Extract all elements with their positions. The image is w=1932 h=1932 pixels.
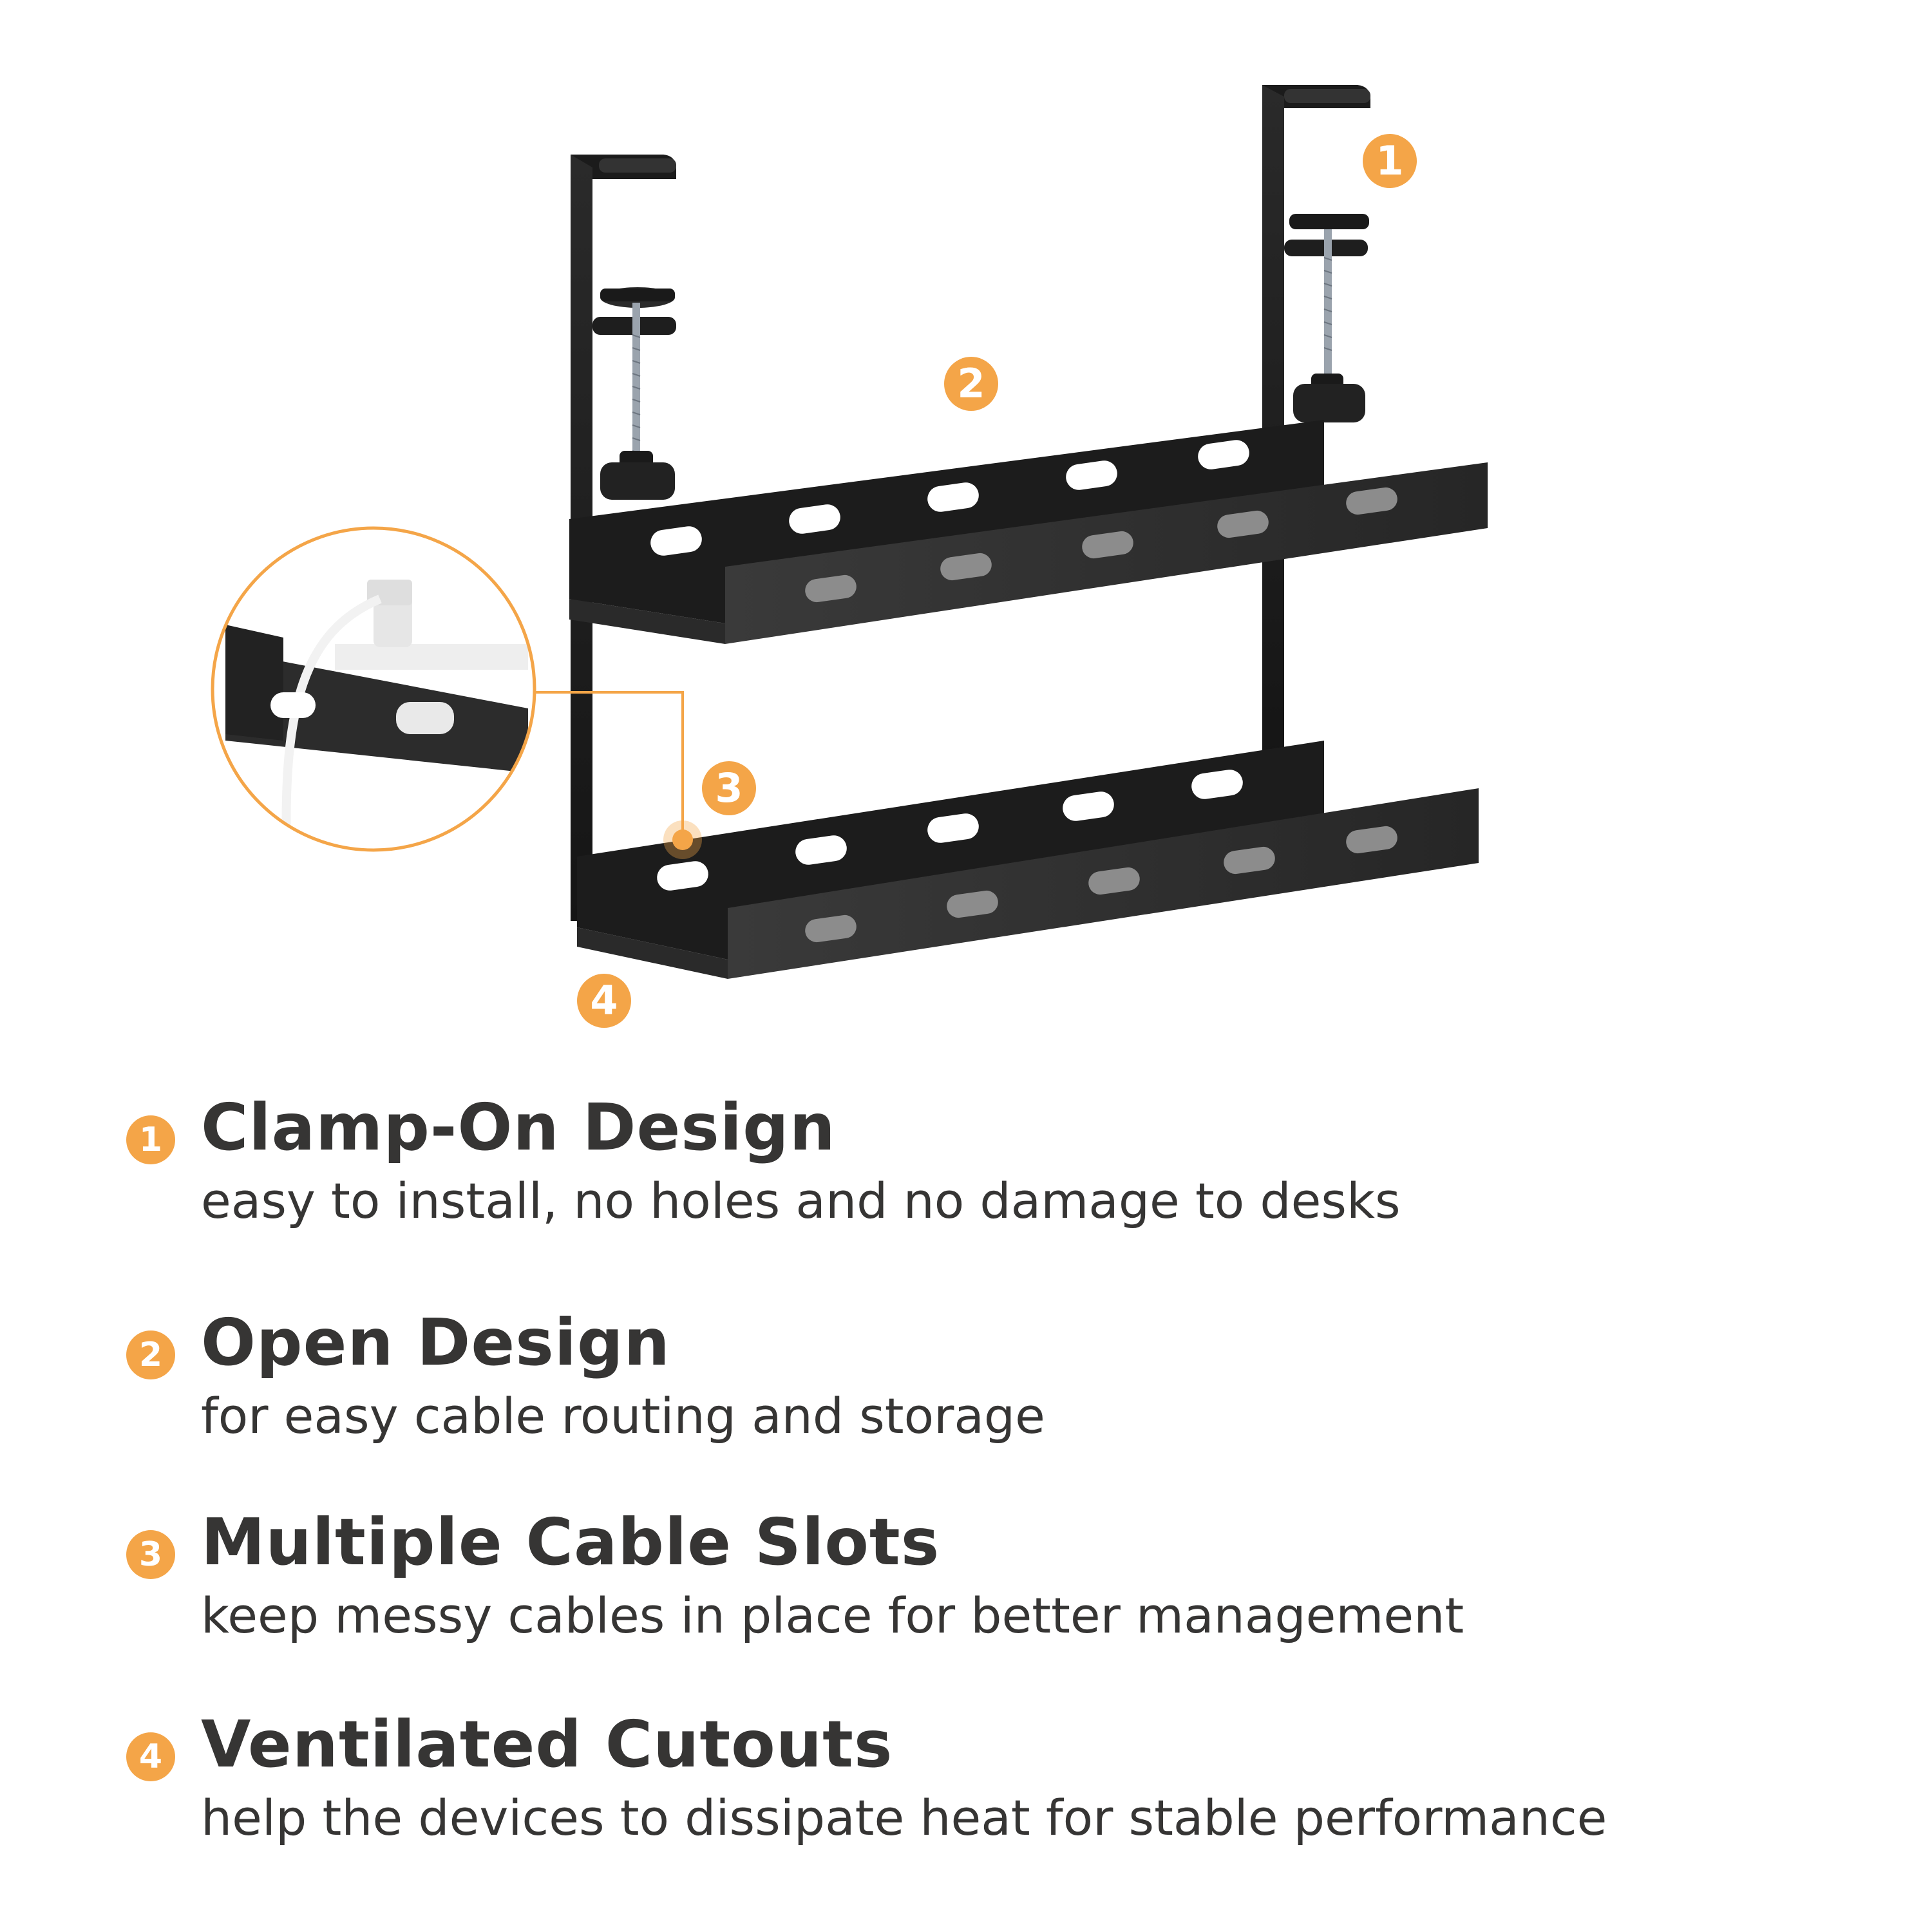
feature-number-badge: 3 (126, 1530, 175, 1579)
right-bracket (1262, 85, 1370, 761)
feature-description: easy to install, no holes and no damage … (201, 1172, 1401, 1229)
feature-title: Clamp-On Design (201, 1090, 836, 1165)
feature-title: Multiple Cable Slots (201, 1504, 940, 1580)
detail-zoom-circle (211, 526, 702, 859)
callout-badge-1: 1 (1363, 134, 1417, 188)
feature-number-badge: 4 (126, 1732, 175, 1781)
lower-tray (577, 741, 1479, 979)
feature-title: Ventilated Cutouts (201, 1707, 893, 1782)
feature-title: Open Design (201, 1305, 670, 1380)
feature-description: help the devices to dissipate heat for s… (201, 1789, 1607, 1846)
callout-badge-4: 4 (577, 974, 631, 1028)
callout-badge-3: 3 (702, 761, 756, 815)
callout-badge-2: 2 (944, 357, 998, 411)
feature-number-badge: 2 (126, 1331, 175, 1379)
upper-tray (569, 420, 1488, 644)
feature-number-badge: 1 (126, 1115, 175, 1164)
feature-description: keep messy cables in place for better ma… (201, 1587, 1464, 1644)
feature-description: for easy cable routing and storage (201, 1387, 1045, 1444)
product-illustration (211, 85, 1488, 979)
